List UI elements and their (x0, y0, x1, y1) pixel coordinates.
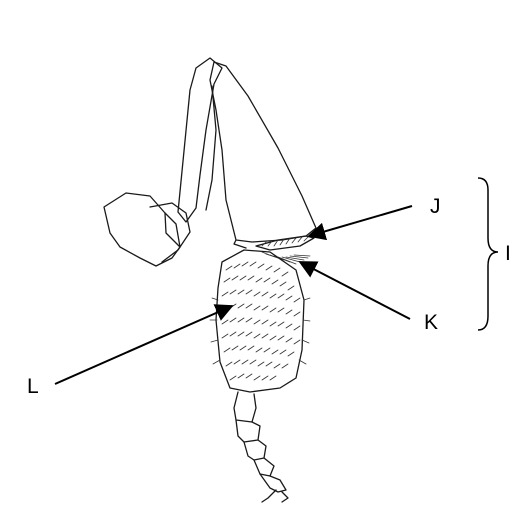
label-i: I (505, 242, 511, 265)
trochanter-segment (150, 203, 190, 262)
label-j: J (430, 195, 441, 218)
arrow-l (55, 306, 232, 384)
tibial-comb (256, 236, 314, 250)
label-k: K (424, 311, 438, 334)
basitarsus-brush (210, 250, 310, 392)
arrow-k (300, 262, 410, 319)
tibia-segment (210, 62, 316, 242)
tarsal-segments (234, 392, 288, 502)
brace-i (478, 178, 498, 330)
spine-row (262, 252, 310, 264)
arrow-j (309, 206, 412, 236)
label-l: L (27, 375, 39, 398)
